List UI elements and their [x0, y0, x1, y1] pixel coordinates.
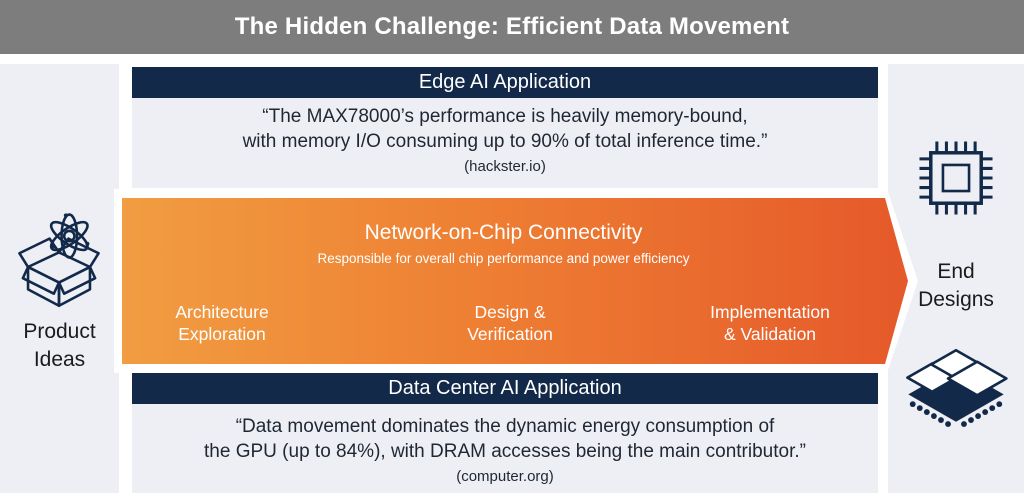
noc-subtitle: Responsible for overall chip performance…	[317, 251, 690, 266]
stage-line: Design &	[474, 302, 546, 322]
stage-line: Architecture	[175, 302, 269, 322]
box-atom-icon	[18, 213, 100, 308]
product-ideas-panel: Product Ideas	[0, 64, 119, 493]
title-bar: The Hidden Challenge: Efficient Data Mov…	[0, 0, 1024, 54]
label-line: Product	[23, 320, 96, 343]
product-ideas-label: Product Ideas	[0, 318, 119, 374]
data-center-header-bar: Data Center AI Application	[132, 373, 878, 404]
quote-line: the GPU (up to 84%), with DRAM accesses …	[204, 441, 806, 462]
stage-line: Implementation	[710, 302, 830, 322]
quote-source: (hackster.io)	[464, 158, 546, 175]
edge-ai-header-bar: Edge AI Application	[132, 67, 878, 98]
label-line: Ideas	[33, 348, 86, 371]
chip-icon	[919, 141, 993, 215]
edge-ai-quote: “The MAX78000’s performance is heavily m…	[132, 98, 878, 188]
noc-heading: Network-on-Chip Connectivity Responsible…	[122, 220, 885, 267]
quote-source: (computer.org)	[456, 468, 554, 485]
data-center-title: Data Center AI Application	[388, 377, 622, 399]
stage-line: Exploration	[178, 324, 266, 344]
noc-arrow: Network-on-Chip Connectivity Responsible…	[122, 198, 908, 364]
stage-architecture-exploration: Architecture Exploration	[175, 301, 268, 345]
quote-line: “Data movement dominates the dynamic ene…	[235, 416, 775, 437]
quote-line: with memory I/O consuming up to 90% of t…	[242, 131, 768, 152]
end-designs-panel: End Designs	[888, 64, 1024, 493]
page-title: The Hidden Challenge: Efficient Data Mov…	[234, 13, 790, 40]
noc-title: Network-on-Chip Connectivity	[364, 221, 643, 244]
edge-ai-title: Edge AI Application	[418, 71, 592, 93]
stage-implementation-validation: Implementation & Validation	[710, 301, 830, 345]
label-line: Designs	[918, 288, 994, 311]
stage-design-verification: Design & Verification	[467, 301, 553, 345]
quote-line: “The MAX78000’s performance is heavily m…	[262, 106, 748, 127]
stage-line: Verification	[467, 324, 553, 344]
data-center-quote: “Data movement dominates the dynamic ene…	[132, 404, 878, 493]
label-line: End	[937, 260, 975, 283]
stage-line: & Validation	[723, 324, 817, 344]
end-designs-label: End Designs	[888, 258, 1024, 314]
chiplets-icon	[906, 348, 1008, 427]
